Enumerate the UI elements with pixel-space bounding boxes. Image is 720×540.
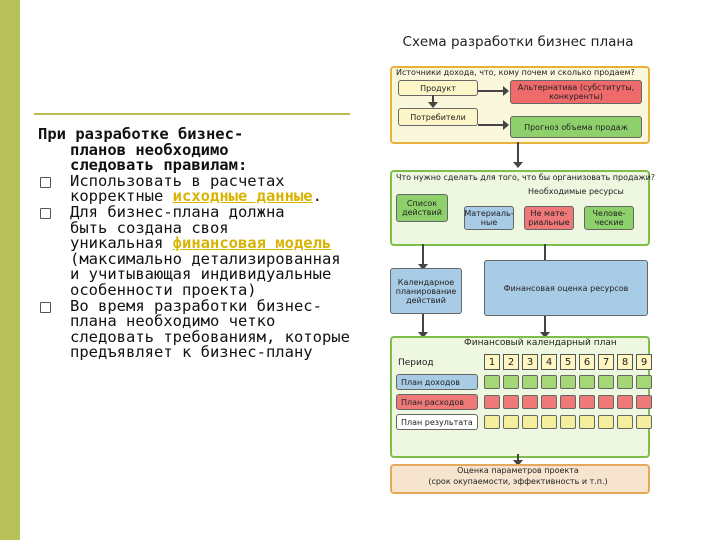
alternative-box: Альтернатива (субституты, конкуренты)	[510, 80, 642, 104]
bullet-marker-icon	[40, 301, 51, 313]
actions-list-box: Список действий	[396, 194, 448, 222]
period-cell: 8	[617, 354, 633, 370]
assessment-subtitle: (срок окупаемости, эффективность и т.п.)	[428, 477, 608, 486]
result-cells	[484, 415, 652, 429]
product-box: Продукт	[398, 80, 478, 96]
arrow	[418, 314, 428, 338]
period-cell: 9	[636, 354, 652, 370]
arrow	[513, 142, 523, 168]
arrow	[540, 316, 550, 338]
arrow	[418, 244, 428, 270]
arrow	[513, 454, 523, 466]
bullet-item: Для бизнес-плана должна быть создана сво…	[38, 204, 358, 299]
period-cell: 5	[560, 354, 576, 370]
highlight-term: финансовая модель	[172, 234, 332, 253]
period-cell: 3	[522, 354, 538, 370]
period-cell: 1	[484, 354, 500, 370]
period-label: Период	[398, 358, 434, 368]
slide-accent-bar	[0, 0, 20, 540]
resources-label: Необходимые ресурсы	[528, 187, 624, 196]
period-cell: 6	[579, 354, 595, 370]
human-box: Челове-ческие	[584, 206, 634, 230]
bullet-marker-icon	[40, 207, 51, 219]
bullet-item: Во время разработки бизнес-плана необход…	[38, 298, 358, 361]
diagram-title: Схема разработки бизнес плана	[402, 34, 634, 50]
nonmaterial-box: Не мате-риальные	[524, 206, 574, 230]
sales-forecast-box: Прогноз объема продаж	[510, 116, 642, 138]
revenue-question: Источники дохода, что, кому почем и скол…	[396, 68, 635, 77]
calendar-box: Календарное планирование действий	[390, 268, 462, 314]
highlight-term: исходные данные	[172, 187, 313, 206]
rules-text: При разработке бизнес- планов необходимо…	[38, 125, 358, 361]
expenses-cells	[484, 395, 652, 409]
bullet-marker-icon	[40, 176, 51, 188]
financial-evaluation-box: Финансовая оценка ресурсов	[484, 260, 648, 316]
income-cells	[484, 375, 652, 389]
financial-plan-title: Финансовый календарный план	[464, 338, 617, 348]
result-plan-box: План результата	[396, 414, 478, 430]
period-cell: 7	[598, 354, 614, 370]
actions-question: Что нужно сделать для того, что бы орган…	[396, 173, 656, 182]
consumers-box: Потребители	[398, 108, 478, 126]
arrow	[478, 86, 509, 96]
material-box: Материаль-ные	[464, 206, 514, 230]
assessment-frame	[390, 464, 650, 494]
title-divider	[34, 113, 350, 115]
period-cell: 4	[541, 354, 557, 370]
income-plan-box: План доходов	[396, 374, 478, 390]
period-cell: 2	[503, 354, 519, 370]
expenses-plan-box: План расходов	[396, 394, 478, 410]
bullet-item: Использовать в расчетах корректные исход…	[38, 173, 358, 206]
rules-title: При разработке бизнес- планов необходимо…	[38, 125, 248, 175]
arrow	[428, 95, 438, 108]
assessment-title: Оценка параметров проекта	[457, 466, 579, 475]
business-plan-diagram: Схема разработки бизнес плана Источники …	[372, 28, 664, 508]
period-numbers: 1 2 3 4 5 6 7 8 9	[484, 354, 652, 370]
arrow	[478, 120, 509, 130]
